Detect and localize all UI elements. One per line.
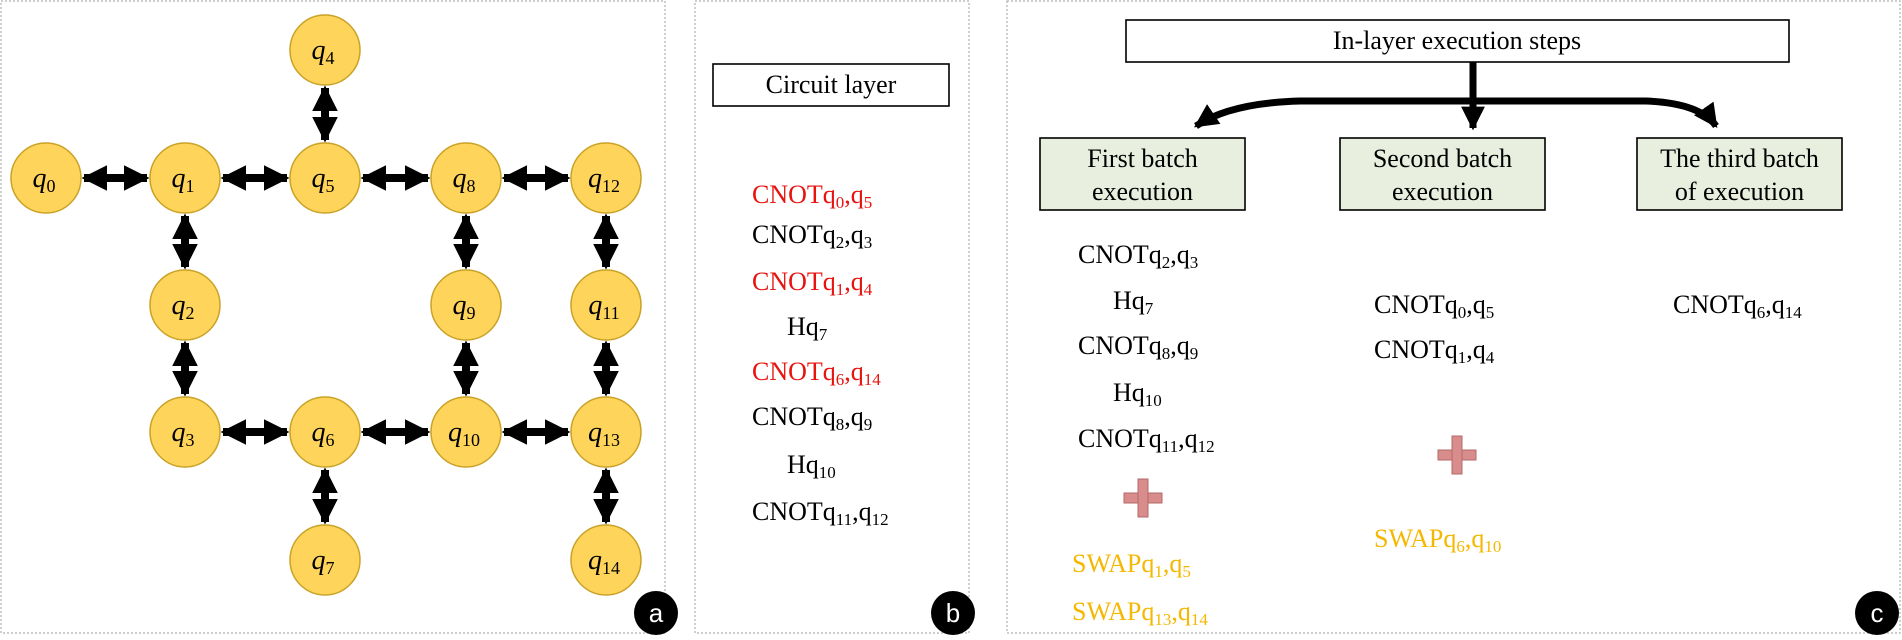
batch-box-1 <box>1039 137 1246 211</box>
qubit-label: q4 <box>312 35 335 68</box>
batch-title-line2: execution <box>1092 177 1193 206</box>
qubit-node-q3: q3 <box>149 396 221 468</box>
batch-1-swap-0: SWAPq1,q5 <box>1072 549 1191 581</box>
circuit-layer-box <box>712 63 950 107</box>
circuit-gate-2: CNOTq1,q4 <box>752 267 873 299</box>
batch-title-line2: of execution <box>1675 177 1804 206</box>
qubit-node-q10: q10 <box>430 396 502 468</box>
qubit-node-q6: q6 <box>289 396 361 468</box>
panel-badge-a: a <box>634 591 678 635</box>
qubit-circle <box>289 14 361 86</box>
qubit-label: q14 <box>588 545 620 578</box>
qubit-label: q11 <box>588 290 619 323</box>
qubit-circle <box>570 269 642 341</box>
batch-1-swap-1: SWAPq13,q14 <box>1072 597 1208 629</box>
circuit-gate-4: CNOTq6,q14 <box>752 357 881 389</box>
qubit-label: q8 <box>453 163 476 196</box>
qubit-circle <box>10 142 82 214</box>
qubit-label: q1 <box>172 163 195 196</box>
qubit-node-q13: q13 <box>570 396 642 468</box>
batch-box-2 <box>1339 137 1546 211</box>
svg-text:a: a <box>649 598 664 628</box>
qubit-node-q12: q12 <box>570 142 642 214</box>
execution-tree-arrows <box>1194 62 1719 131</box>
qubit-node-q7: q7 <box>289 524 361 596</box>
circuit-gate-7: CNOTq11,q12 <box>752 497 889 529</box>
coupling-graph-edges <box>81 85 619 525</box>
qubit-node-q11: q11 <box>570 269 642 341</box>
batch-title-line2: execution <box>1392 177 1493 206</box>
plus-icon <box>1437 435 1477 475</box>
qubit-circle <box>430 396 502 468</box>
batch-1-gate-3: Hq10 <box>1113 378 1162 410</box>
batch-1-gate-2: CNOTq8,q9 <box>1078 331 1198 363</box>
qubit-node-q5: q5 <box>289 142 361 214</box>
qubit-circle <box>149 396 221 468</box>
arrow-to-batch-3 <box>1473 97 1719 129</box>
qubit-circle <box>570 142 642 214</box>
qubit-circle <box>289 142 361 214</box>
qubit-circle <box>289 524 361 596</box>
qubit-node-q4: q4 <box>289 14 361 86</box>
qubit-label: q7 <box>312 545 335 578</box>
qubit-label: q13 <box>588 417 620 450</box>
execution-steps-box <box>1125 19 1790 63</box>
qubit-node-q0: q0 <box>10 142 82 214</box>
batch-title-line1: The third batch <box>1660 144 1819 173</box>
batch-boxes: First batch execution Second batch executio… <box>1039 137 1843 211</box>
circuit-gate-0: CNOTq0,q5 <box>752 180 872 212</box>
qubit-circle <box>570 524 642 596</box>
batch-1-gate-1: Hq7 <box>1113 286 1154 318</box>
circuit-gate-6: Hq10 <box>787 450 836 482</box>
batch-title-line1: Second batch <box>1373 144 1512 173</box>
qubit-label: q10 <box>448 417 480 450</box>
execution-steps-title: In-layer execution steps <box>1333 26 1581 55</box>
qubit-node-q9: q9 <box>430 269 502 341</box>
batch-2-gate-1: CNOTq1,q4 <box>1374 335 1495 367</box>
batch-gate-lists: CNOTq2,q3Hq7CNOTq8,q9Hq10CNOTq11,q12SWAP… <box>1072 240 1802 629</box>
batch-2-gate-0: CNOTq0,q5 <box>1374 290 1494 322</box>
panel-c-frame <box>1006 0 1901 634</box>
qubit-circle <box>289 396 361 468</box>
qubit-circle <box>149 142 221 214</box>
circuit-gate-1: CNOTq2,q3 <box>752 220 872 252</box>
qubit-circle <box>149 269 221 341</box>
circuit-layer-gate-list: CNOTq0,q5CNOTq2,q3CNOTq1,q4Hq7CNOTq6,q14… <box>752 180 889 529</box>
qubit-circle <box>570 396 642 468</box>
plus-icon <box>1123 478 1163 518</box>
panel-badge-c: c <box>1855 591 1899 635</box>
coupling-graph-nodes: q0 q1 q2 q3 q4 q5 q6 q7 q8 q9 q10 q11 q12 q13 q14 <box>10 14 642 596</box>
qubit-circle <box>430 269 502 341</box>
svg-text:c: c <box>1871 598 1884 628</box>
batch-1-gate-4: CNOTq11,q12 <box>1078 424 1215 456</box>
circuit-gate-3: Hq7 <box>787 312 828 344</box>
arrow-to-batch-1 <box>1194 97 1473 129</box>
qubit-label: q5 <box>312 163 335 196</box>
panel-badges: a b c <box>634 591 1899 635</box>
svg-text:b: b <box>946 598 960 628</box>
qubit-label: q12 <box>588 163 620 196</box>
qubit-circle <box>430 142 502 214</box>
panel-badge-b: b <box>931 591 975 635</box>
batch-3-gate-0: CNOTq6,q14 <box>1673 290 1802 322</box>
qubit-node-q14: q14 <box>570 524 642 596</box>
qubit-node-q2: q2 <box>149 269 221 341</box>
batch-box-3 <box>1636 137 1843 211</box>
circuit-gate-5: CNOTq8,q9 <box>752 402 872 434</box>
batch-2-swap-0: SWAPq6,q10 <box>1374 524 1501 556</box>
qubit-label: q6 <box>312 417 335 450</box>
batch-title-line1: First batch <box>1087 144 1198 173</box>
qubit-label: q3 <box>172 417 195 450</box>
circuit-layer-title: Circuit layer <box>766 70 897 99</box>
qubit-label: q0 <box>33 163 56 196</box>
batch-1-gate-0: CNOTq2,q3 <box>1078 240 1198 272</box>
qubit-node-q1: q1 <box>149 142 221 214</box>
qubit-node-q8: q8 <box>430 142 502 214</box>
qubit-label: q2 <box>172 290 195 323</box>
qubit-label: q9 <box>453 290 476 323</box>
